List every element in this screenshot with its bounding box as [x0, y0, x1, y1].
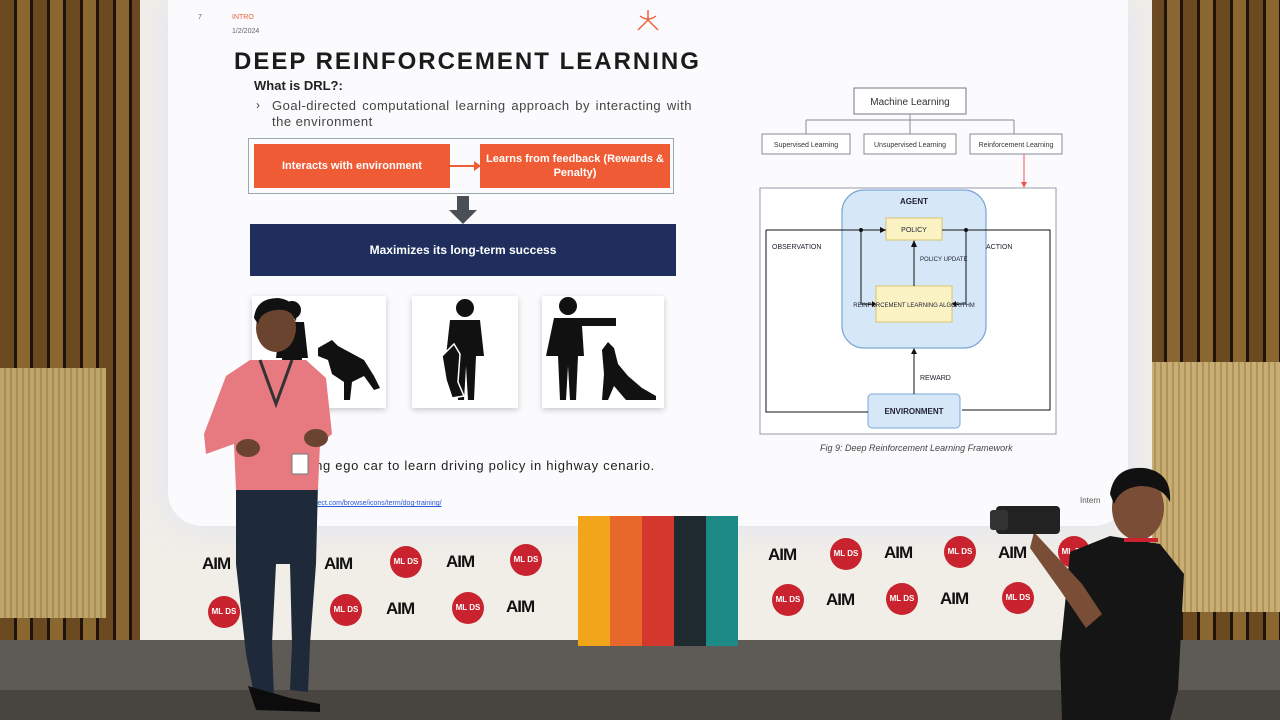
wall-panel-left: [0, 368, 106, 618]
unsupervised-box: [863, 133, 957, 155]
diagram-caption: Fig 9: Deep Reinforcement Learning Frame…: [820, 443, 1013, 453]
mlds-logo: ML DS: [330, 594, 362, 626]
aim-logo: AIM: [386, 599, 415, 618]
aim-logo: AIM: [940, 589, 969, 608]
mlds-logo: ML DS: [772, 584, 804, 616]
ml-root-box: [853, 87, 967, 115]
algorithm-box: [875, 285, 953, 323]
flow-box-maximizes: Maximizes its long-term success: [250, 224, 676, 276]
aim-logo: AIM: [826, 590, 855, 609]
reinforcement-box: [969, 133, 1063, 155]
mlds-logo: ML DS: [830, 538, 862, 570]
flow-box-learns: Learns from feedback (Rewards & Penalty): [480, 144, 670, 188]
slide-logo-icon: [637, 10, 659, 31]
presenter-figure: [204, 298, 332, 712]
mlds-logo: ML DS: [886, 583, 918, 615]
mlds-logo: ML DS: [452, 592, 484, 624]
policy-update-label: POLICY UPDATE: [920, 257, 967, 263]
mlds-logo: ML DS: [1002, 582, 1034, 614]
aim-logo: AIM: [768, 545, 797, 564]
flow-arrow-line: [450, 165, 478, 167]
person-commanding-dog-icon: [546, 297, 656, 400]
source-link[interactable]: unproject.com/browse/icons/term/dog-trai…: [298, 500, 442, 507]
down-arrow-icon: [449, 196, 477, 224]
aim-logo: AIM: [446, 552, 475, 571]
mlds-logo: ML DS: [208, 596, 240, 628]
policy-label: POLICY: [901, 227, 927, 234]
slide-description: Goal-directed computational learning app…: [272, 98, 692, 129]
unsupervised-label: Unsupervised Learning: [874, 142, 946, 149]
aim-logo: AIM: [506, 597, 535, 616]
agent-label: AGENT: [900, 197, 928, 206]
algorithm-label: REINFORCEMENT LEARNING ALGORITHM: [853, 303, 975, 309]
ml-root-label: Machine Learning: [870, 97, 950, 108]
flow-arrow-right-icon: [474, 161, 481, 171]
flow-frame: [248, 138, 674, 194]
dog-training-image-3: [542, 296, 664, 408]
reward-label: REWARD: [920, 375, 951, 382]
mlds-logo: ML DS: [944, 536, 976, 568]
footer-text: Intern: [1080, 496, 1101, 505]
reinforcement-label: Reinforcement Learning: [979, 142, 1054, 149]
supervised-label: Supervised Learning: [774, 142, 838, 149]
action-label: ACTION: [986, 244, 1012, 251]
slide-header-tag: INTRO: [232, 14, 254, 21]
aim-logo: AIM: [884, 543, 913, 562]
mlds-logo: ML DS: [390, 546, 422, 578]
drl-framework-diagram: Machine Learning Supervised Learning Uns…: [759, 87, 1063, 435]
aim-logo: AIM: [324, 554, 353, 573]
aim-logo: AIM: [202, 554, 231, 573]
dog-training-image-2: [412, 296, 518, 408]
environment-label: ENVIRONMENT: [884, 407, 943, 416]
color-stripes: [578, 516, 738, 646]
photographer-figure: [990, 467, 1184, 720]
person-holding-dog-icon: [441, 299, 484, 400]
projection-screen: 7 INTRO 1/2/2024 DEEP REINFORCEMENT LEAR…: [168, 0, 1128, 526]
observation-label: OBSERVATION: [772, 244, 821, 251]
slide-question: What is DRL?:: [254, 78, 343, 93]
aim-logo: AIM: [998, 543, 1027, 562]
slide-date: 1/2/2024: [232, 28, 260, 35]
bullet-icon: ›: [256, 98, 260, 112]
slide-title: DEEP REINFORCEMENT LEARNING: [234, 48, 701, 75]
supervised-box: [761, 133, 851, 155]
slide-number: 7: [198, 14, 202, 21]
flow-box-interacts: Interacts with environment: [254, 144, 450, 188]
mlds-logo: ML DS: [510, 544, 542, 576]
example-text: bling ego car to learn driving policy in…: [300, 458, 655, 473]
